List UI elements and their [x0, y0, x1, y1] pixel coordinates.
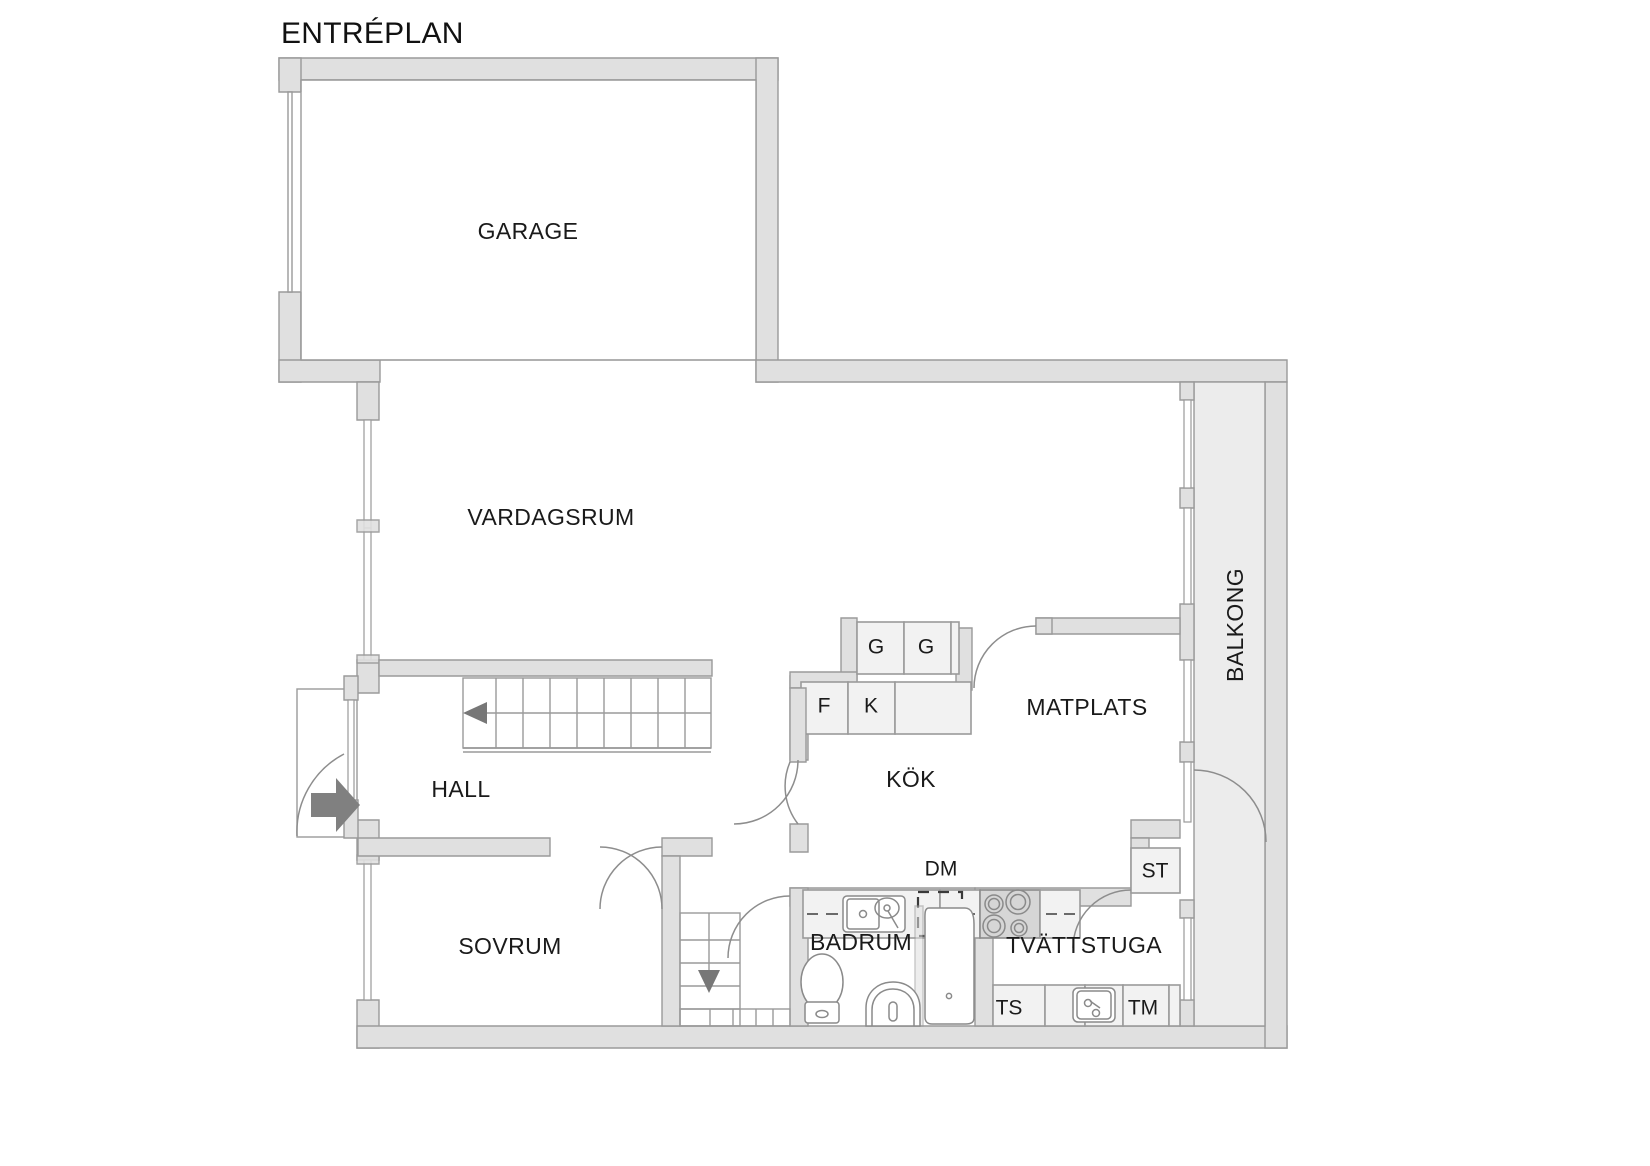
room-label-garage: GARAGE — [478, 218, 579, 244]
cabinet-g1 — [856, 621, 905, 675]
closet-st-box — [1130, 847, 1181, 894]
stairs-down-to-basement — [679, 912, 791, 1027]
main-house-walls — [356, 359, 1288, 1049]
stairs-up-to-floor — [462, 677, 712, 753]
room-label-badrum: BADRUM — [810, 929, 912, 955]
room-label-tvattstuga: TVÄTTSTUGA — [1006, 932, 1162, 958]
laundry-fixtures: TS TM — [992, 984, 1181, 1027]
stairs-up-arrow — [463, 702, 487, 724]
room-label-kok: KÖK — [886, 766, 936, 792]
washbasin-icon — [865, 981, 921, 1027]
laundry-sink-icon — [1072, 987, 1116, 1023]
room-label-hall: HALL — [431, 776, 490, 802]
appliance-label-dm: DM — [925, 858, 958, 881]
cabinet-counter-run — [894, 681, 972, 735]
kitchen-lower-cabinets — [789, 681, 972, 763]
cabinet-laundry-end — [1168, 984, 1181, 1027]
appliance-label-g1: G — [868, 636, 884, 659]
garage-walls — [278, 57, 779, 383]
room-label-balkong: BALKONG — [1222, 568, 1248, 682]
appliance-label-st: ST — [1142, 860, 1169, 883]
appliance-label-tm: TM — [1128, 997, 1158, 1020]
appliance-label-g2: G — [918, 636, 934, 659]
room-label-matplats: MATPLATS — [1026, 694, 1147, 720]
appliance-label-f: F — [818, 695, 831, 718]
left-wall-windows — [356, 419, 380, 1001]
stairs-down-arrow — [698, 970, 720, 993]
st-closet: ST — [1130, 847, 1181, 894]
balcony-area — [1193, 381, 1266, 1027]
bathroom-fixtures — [800, 905, 975, 1027]
appliance-label-k: K — [864, 695, 878, 718]
page-title: ENTRÉPLAN — [281, 17, 464, 50]
entrance-direction-arrow — [311, 778, 360, 832]
cabinet-tm — [1122, 984, 1170, 1027]
room-label-vardagsrum: VARDAGSRUM — [467, 504, 634, 530]
cabinet-ts — [992, 984, 1046, 1027]
cabinet-g-filler — [950, 621, 960, 675]
room-label-sovrum: SOVRUM — [458, 933, 561, 959]
door-swings — [296, 625, 1267, 959]
balcony-windows — [1183, 399, 1192, 1001]
kitchen-sink-icon — [842, 895, 906, 933]
interior-walls — [296, 617, 1181, 1027]
toilet-icon — [800, 953, 844, 1024]
appliance-label-ts: TS — [996, 997, 1023, 1020]
balcony-inner-wall — [1179, 381, 1195, 1027]
stove-burners-icon — [982, 889, 1031, 938]
